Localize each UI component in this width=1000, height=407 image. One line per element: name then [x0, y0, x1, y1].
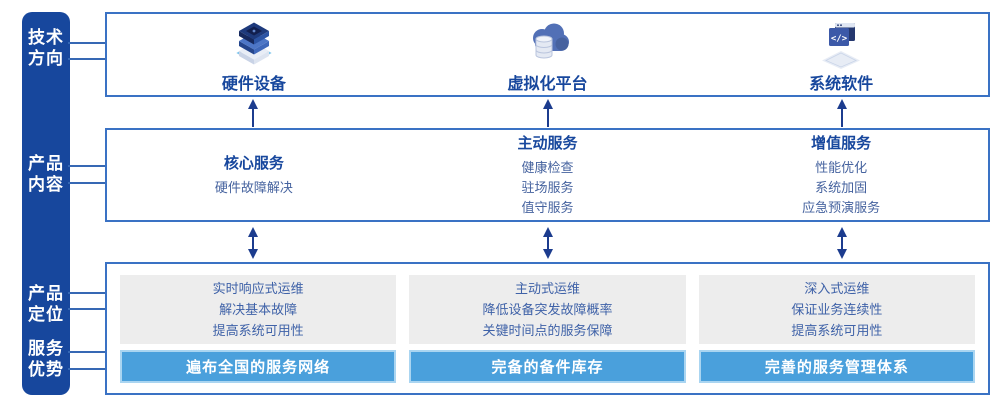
advantage-banner: 完备的备件库存 [409, 350, 686, 383]
hardware-stack-icon [236, 22, 272, 65]
sidebar-item-service-advantage: 服务 优势 [22, 338, 70, 380]
content-item: 硬件故障解决 [214, 180, 293, 195]
sidebar-label-line: 内容 [28, 175, 64, 194]
content-item: 值守服务 [521, 200, 574, 215]
positioning-line: 深入式运维 [804, 281, 870, 296]
tech-label-hardware: 硬件设备 [221, 76, 286, 93]
connector-line [68, 165, 106, 167]
positioning-line: 降低设备突发故障概率 [482, 302, 613, 317]
content-col-core-service: 核心服务 硬件故障解决 [107, 130, 401, 220]
content-item: 系统加固 [815, 180, 868, 195]
connector-line [68, 308, 106, 310]
bottom-col-indepth: 深入式运维 保证业务连续性 提高系统可用性 完善的服务管理体系 [698, 275, 975, 383]
positioning-panel: 实时响应式运维 解决基本故障 提高系统可用性 [120, 275, 397, 344]
content-item: 健康检查 [521, 160, 574, 175]
sidebar-label-line: 方向 [28, 49, 64, 68]
advantage-banner: 完善的服务管理体系 [698, 350, 975, 383]
connector-line [68, 292, 106, 294]
sidebar-label-line: 技术 [28, 28, 64, 47]
sidebar-rail [22, 12, 70, 395]
tech-label-virtualization: 虚拟化平台 [507, 76, 588, 93]
tech-col-system-software: </> 系统软件 [694, 14, 988, 95]
sidebar-item-tech-direction: 技术 方向 [22, 27, 70, 69]
up-arrow-icon [248, 99, 258, 127]
positioning-line: 主动式运维 [514, 281, 580, 296]
positioning-line: 提高系统可用性 [791, 323, 883, 338]
connector-line [68, 351, 106, 353]
connector-line [68, 368, 106, 370]
tech-label-system-software: 系统软件 [809, 76, 874, 93]
tech-direction-box: 硬件设备 虚拟化平台 [105, 12, 990, 97]
content-item: 性能优化 [815, 160, 868, 175]
up-arrow-icon [543, 99, 553, 127]
connector-line [68, 58, 106, 60]
content-title: 增值服务 [811, 135, 872, 152]
positioning-line: 实时响应式运维 [212, 281, 304, 296]
sidebar-item-product-content: 产品 内容 [22, 153, 70, 195]
code-window-icon: </> [822, 23, 861, 69]
content-col-active-service: 主动服务 健康检查 驻场服务 值守服务 [401, 130, 695, 220]
bottom-col-proactive: 主动式运维 降低设备突发故障概率 关键时间点的服务保障 完备的备件库存 [409, 275, 686, 383]
positioning-panel: 深入式运维 保证业务连续性 提高系统可用性 [698, 275, 975, 344]
double-arrow-icon [837, 227, 847, 259]
sidebar-label-line: 产品 [28, 284, 64, 303]
content-title: 主动服务 [517, 135, 578, 152]
product-content-box: 核心服务 硬件故障解决 主动服务 健康检查 驻场服务 值守服务 增值服务 性能优… [105, 128, 990, 222]
svg-text:</>: </> [831, 34, 848, 44]
double-arrow-icon [248, 227, 258, 259]
tech-col-hardware: 硬件设备 [107, 14, 401, 95]
sidebar-label-line: 服务 [28, 339, 64, 358]
bottom-col-realtime: 实时响应式运维 解决基本故障 提高系统可用性 遍布全国的服务网络 [120, 275, 397, 383]
content-item: 应急预演服务 [802, 200, 881, 215]
advantage-banner: 遍布全国的服务网络 [120, 350, 397, 383]
positioning-line: 提高系统可用性 [212, 323, 304, 338]
up-arrow-icon [837, 99, 847, 127]
positioning-advantage-box: 实时响应式运维 解决基本故障 提高系统可用性 遍布全国的服务网络 主动式运维 降… [105, 262, 990, 395]
positioning-line: 保证业务连续性 [791, 302, 883, 317]
double-arrow-icon [543, 227, 553, 259]
sidebar-item-product-positioning: 产品 定位 [22, 283, 70, 325]
positioning-line: 解决基本故障 [219, 302, 298, 317]
sidebar-label-line: 优势 [28, 360, 64, 379]
positioning-line: 关键时间点的服务保障 [482, 323, 613, 338]
sidebar-label-line: 定位 [28, 305, 64, 324]
content-col-value-added-service: 增值服务 性能优化 系统加固 应急预演服务 [694, 130, 988, 220]
cloud-database-icon [532, 23, 569, 59]
positioning-panel: 主动式运维 降低设备突发故障概率 关键时间点的服务保障 [409, 275, 686, 344]
content-item: 驻场服务 [521, 180, 574, 195]
tech-col-virtualization: 虚拟化平台 [401, 14, 695, 95]
connector-line [68, 42, 106, 44]
sidebar-label-line: 产品 [28, 154, 64, 173]
connector-line [68, 182, 106, 184]
content-title: 核心服务 [223, 155, 284, 172]
